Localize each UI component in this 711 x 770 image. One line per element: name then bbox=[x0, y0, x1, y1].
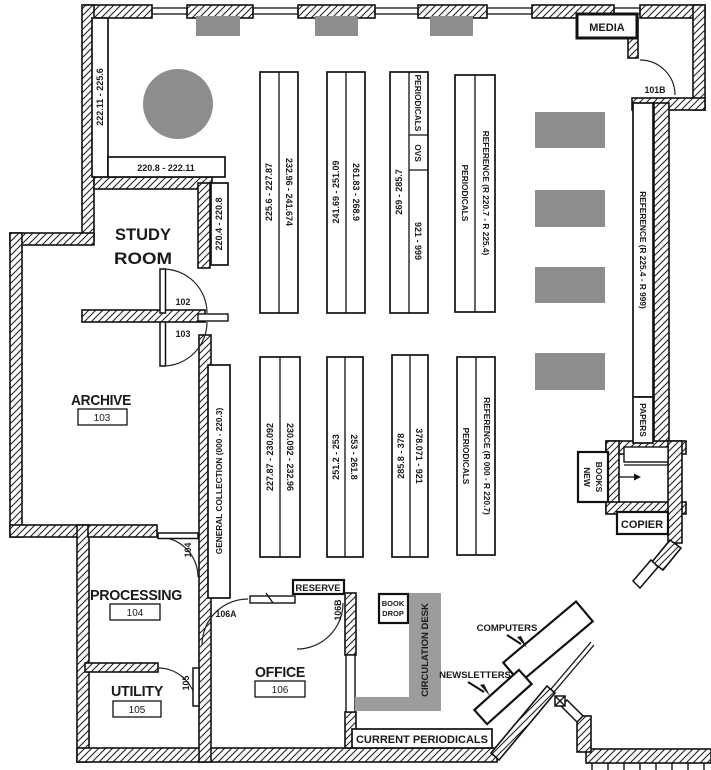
window-table bbox=[315, 16, 358, 36]
archive-number: 103 bbox=[94, 413, 111, 424]
doors bbox=[157, 59, 676, 724]
circulation-desk bbox=[409, 593, 441, 711]
shelf-label: 220.4 - 220.8 bbox=[214, 197, 224, 250]
svg-text:106B: 106B bbox=[333, 599, 343, 620]
windows bbox=[151, 7, 641, 15]
door-swing-103 bbox=[162, 321, 208, 367]
svg-text:251.2 - 253: 251.2 - 253 bbox=[331, 434, 341, 480]
window-table bbox=[430, 16, 473, 36]
furniture bbox=[143, 16, 605, 390]
svg-text:227.87 - 230.092: 227.87 - 230.092 bbox=[265, 423, 275, 491]
svg-text:COPIER: COPIER bbox=[621, 519, 663, 531]
svg-text:101B: 101B bbox=[644, 85, 665, 95]
copier-equipment bbox=[623, 446, 669, 463]
shelf-label: REFERENCE (R 225.4 - R 999) bbox=[638, 191, 648, 309]
svg-text:285.8 - 378: 285.8 - 378 bbox=[396, 433, 406, 479]
office-label: OFFICE bbox=[255, 664, 305, 681]
stacks-north: 225.6 - 227.87 232.96 - 241.674 241.69 -… bbox=[259, 71, 496, 314]
study-table bbox=[535, 112, 605, 148]
shelf-label: PAPERS bbox=[638, 403, 648, 437]
reserve-shelf bbox=[291, 578, 346, 596]
shelf-222-225 bbox=[91, 17, 109, 178]
copier-area-door-leaf bbox=[631, 558, 660, 590]
svg-text:DROP: DROP bbox=[382, 609, 404, 618]
study-room-label: STUDY bbox=[115, 225, 172, 244]
svg-text:COMPUTERS: COMPUTERS bbox=[477, 623, 538, 634]
svg-text:921 - 999: 921 - 999 bbox=[413, 222, 423, 260]
svg-text:232.96 - 241.674: 232.96 - 241.674 bbox=[284, 158, 294, 226]
svg-text:PERIODICALS: PERIODICALS bbox=[461, 428, 471, 485]
archive-label: ARCHIVE bbox=[71, 392, 131, 409]
study-table bbox=[535, 267, 605, 303]
study-table bbox=[535, 190, 605, 227]
svg-text:BOOK: BOOK bbox=[382, 599, 405, 608]
svg-text:103: 103 bbox=[176, 329, 191, 339]
shelf-220-222 bbox=[107, 156, 226, 178]
svg-text:253 - 261.8: 253 - 261.8 bbox=[349, 434, 359, 480]
svg-text:OVS: OVS bbox=[413, 144, 423, 162]
shelf-papers bbox=[632, 396, 654, 444]
curtain-wall-ticks bbox=[591, 763, 705, 770]
computers-arrow-icon bbox=[506, 634, 527, 648]
computers-desk bbox=[501, 599, 595, 685]
circulation-desk-return bbox=[355, 697, 409, 711]
svg-text:106A: 106A bbox=[215, 609, 237, 619]
svg-text:230.092 - 232.96: 230.092 - 232.96 bbox=[285, 423, 295, 491]
door-swing-101b bbox=[639, 59, 676, 96]
svg-text:PERIODICALS: PERIODICALS bbox=[413, 75, 423, 132]
svg-text:269 - 285.7: 269 - 285.7 bbox=[394, 169, 404, 215]
study-table bbox=[535, 353, 605, 390]
svg-text:NEWSLETTERS: NEWSLETTERS bbox=[439, 670, 511, 681]
svg-text:378.071 - 921: 378.071 - 921 bbox=[414, 428, 424, 484]
svg-text:105: 105 bbox=[181, 676, 191, 691]
svg-text:RESERVE: RESERVE bbox=[295, 583, 340, 594]
svg-text:241.69 - 251.09: 241.69 - 251.09 bbox=[331, 160, 341, 223]
utility-number: 105 bbox=[129, 705, 146, 716]
door-swing-106b bbox=[296, 602, 344, 650]
svg-text:PERIODICALS: PERIODICALS bbox=[460, 165, 470, 222]
shelf-label: CURRENT PERIODICALS bbox=[356, 734, 488, 746]
room-labels: STUDY ROOM ARCHIVE 103 PROCESSING 104 UT… bbox=[71, 225, 306, 718]
svg-text:225.6 - 227.87: 225.6 - 227.87 bbox=[264, 163, 274, 221]
svg-text:REFERENCE (R 000 - R 220.7): REFERENCE (R 000 - R 220.7) bbox=[482, 397, 492, 515]
shelf-label: BOOKS bbox=[594, 462, 604, 493]
window-table bbox=[196, 16, 240, 36]
door-swing-106a bbox=[201, 598, 249, 646]
shelf-general-collection bbox=[207, 364, 231, 599]
svg-text:102: 102 bbox=[176, 297, 191, 307]
shelf-2204-2208 bbox=[210, 182, 229, 266]
svg-text:261.83 - 268.9: 261.83 - 268.9 bbox=[351, 163, 361, 221]
newsletters-arrow-icon bbox=[467, 681, 490, 696]
newsletters-shelf bbox=[472, 668, 534, 726]
study-room-label: ROOM bbox=[114, 249, 172, 268]
svg-text:REFERENCE (R 220.7 - R 225.4): REFERENCE (R 220.7 - R 225.4) bbox=[481, 131, 491, 256]
perimeter-shelves: 222.11 - 225.6 220.8 - 222.11 220.4 - 22… bbox=[91, 17, 654, 749]
utility-label: UTILITY bbox=[111, 683, 163, 700]
shelf-label: 220.8 - 222.11 bbox=[137, 163, 195, 173]
processing-label: PROCESSING bbox=[90, 587, 182, 604]
svg-text:MEDIA: MEDIA bbox=[589, 22, 625, 34]
door-labels: 101B 102 103 104 105 106A 106B bbox=[176, 85, 666, 690]
door-swing-102 bbox=[162, 268, 208, 314]
stacks-south: 227.87 - 230.092 230.092 - 232.96 251.2 … bbox=[259, 354, 496, 558]
svg-text:104: 104 bbox=[183, 543, 193, 558]
service-areas: MEDIA RESERVE BOOK DROP CIRCULATION DESK… bbox=[291, 12, 670, 726]
office-number: 106 bbox=[272, 685, 289, 696]
shelf-current-periodicals bbox=[351, 728, 493, 749]
book-drop bbox=[377, 592, 410, 625]
copier-arrow-icon bbox=[618, 473, 641, 481]
processing-number: 104 bbox=[127, 608, 144, 619]
shelf-label: 222.11 - 225.6 bbox=[95, 68, 105, 126]
round-table bbox=[143, 69, 213, 139]
copier-label-box bbox=[615, 510, 670, 536]
shelf-new-books bbox=[576, 450, 610, 504]
svg-text:CIRCULATION DESK: CIRCULATION DESK bbox=[420, 603, 431, 697]
shelf-label: NEW bbox=[582, 467, 592, 487]
media-shelf bbox=[575, 12, 639, 40]
shelf-label: GENERAL COLLECTION (000 - 220.3) bbox=[214, 408, 224, 555]
